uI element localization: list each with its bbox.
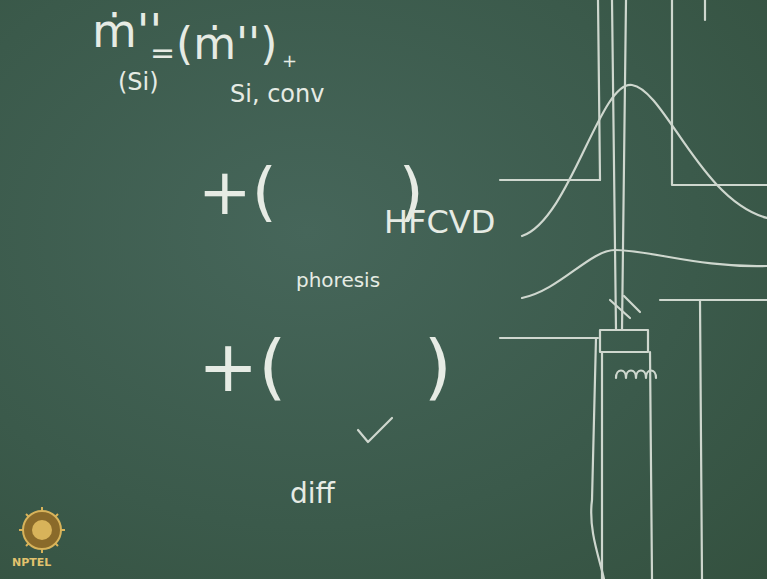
subscript: (Si)	[118, 70, 159, 94]
flux-term: (ṁ'')	[176, 22, 277, 66]
subscript: diff	[290, 480, 335, 508]
process-name: HFCVD	[384, 206, 495, 238]
bracket-term: +( )	[198, 330, 452, 402]
subscript: phoresis	[296, 270, 380, 290]
nptel-logo	[19, 507, 65, 553]
equals-sign: =	[150, 38, 175, 68]
subscript: Si, conv	[230, 82, 324, 106]
superscript: +	[282, 52, 297, 70]
watermark: NPTEL	[12, 557, 51, 568]
